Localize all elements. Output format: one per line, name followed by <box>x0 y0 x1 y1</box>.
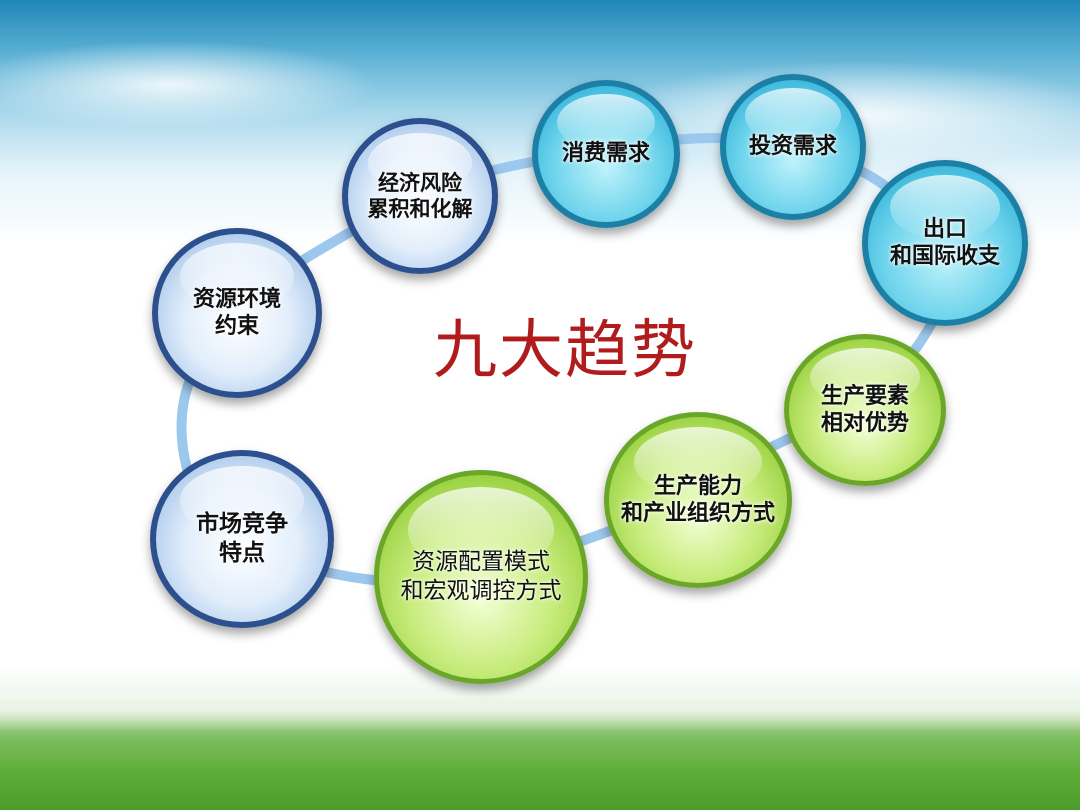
node-label-line: 和国际收支 <box>890 243 1000 271</box>
node-label-line: 相对优势 <box>821 410 909 438</box>
node-investment-demand: 投资需求 <box>720 74 866 220</box>
node-export-balance: 出口 和国际收支 <box>862 160 1028 326</box>
node-label-line: 和宏观调控方式 <box>401 577 562 606</box>
node-label-line: 生产要素 <box>821 383 909 411</box>
node-label-line: 和产业组织方式 <box>621 500 775 528</box>
diagram-title: 九大趋势 <box>400 306 730 396</box>
node-label-line: 资源配置模式 <box>401 548 562 577</box>
node-resource-environment: 资源环境 约束 <box>152 228 322 398</box>
node-market-competition: 市场竞争 特点 <box>150 450 334 628</box>
node-label-line: 消费需求 <box>562 140 650 168</box>
node-label-line: 经济风险 <box>368 170 473 196</box>
node-label-line: 出口 <box>890 216 1000 244</box>
node-resource-allocation: 资源配置模式 和宏观调控方式 <box>374 470 588 684</box>
node-production-factors: 生产要素 相对优势 <box>784 334 946 486</box>
node-consumption-demand: 消费需求 <box>532 80 680 228</box>
node-label-line: 投资需求 <box>749 133 837 161</box>
node-label-line: 特点 <box>196 539 288 568</box>
node-label-line: 生产能力 <box>621 473 775 501</box>
node-economic-risk: 经济风险 累积和化解 <box>342 118 498 274</box>
node-label-line: 约束 <box>193 313 281 341</box>
node-production-capacity: 生产能力 和产业组织方式 <box>604 412 792 588</box>
node-label-line: 市场竞争 <box>196 510 288 539</box>
node-label-line: 资源环境 <box>193 286 281 314</box>
node-label-line: 累积和化解 <box>368 196 473 222</box>
